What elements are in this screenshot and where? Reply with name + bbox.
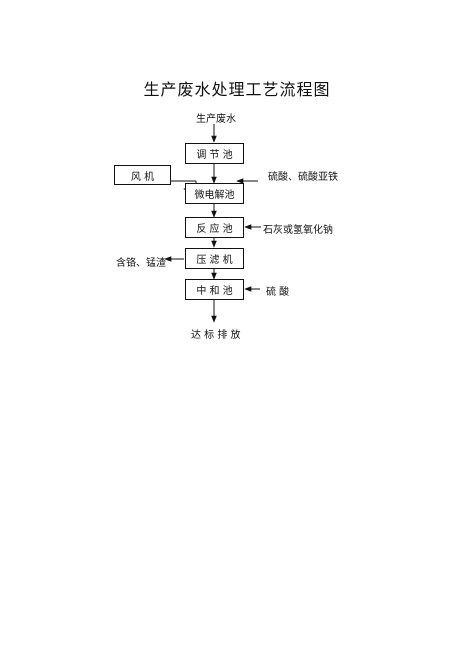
blower-box: 风 机 (114, 165, 171, 185)
source-label: 生产废水 (196, 114, 236, 125)
step-box-neutralization-tank: 中 和 池 (185, 279, 244, 300)
step-label: 调 节 池 (196, 150, 233, 161)
step-label: 压 滤 机 (196, 255, 233, 266)
blower-label: 风 机 (130, 171, 155, 183)
acid-label: 硫 酸 (266, 287, 290, 298)
acid-iron-label: 硫酸、硫酸亚铁 (268, 172, 338, 183)
step-box-filter-press: 压 滤 机 (185, 248, 244, 269)
diagram-title: 生产废水处理工艺流程图 (143, 80, 331, 99)
sludge-label: 含铬、锰渣 (116, 258, 166, 269)
step-box-micro-electrolysis: 微电解池 (185, 183, 244, 204)
step-label: 微电解池 (194, 190, 235, 201)
step-label: 反 应 池 (196, 224, 233, 235)
step-box-reaction-tank: 反 应 池 (185, 217, 244, 238)
step-label: 中 和 池 (196, 286, 233, 297)
step-box-regulating-tank: 调 节 池 (185, 143, 244, 164)
lime-naoh-label: 石灰或氢氧化钠 (263, 225, 333, 236)
discharge-label: 达 标 排 放 (191, 330, 241, 341)
